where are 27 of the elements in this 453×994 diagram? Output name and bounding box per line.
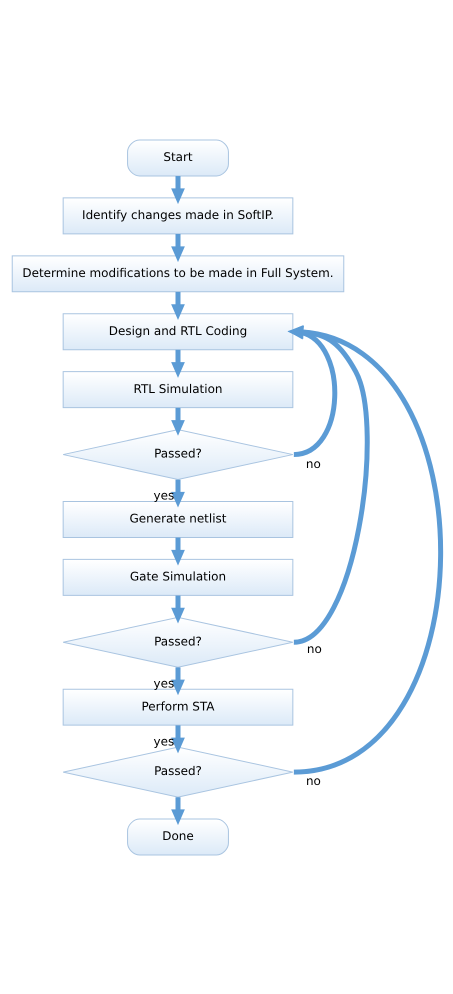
- node-box: Identify changes made in SoftIP.: [62, 196, 294, 234]
- arrow: [171, 233, 185, 262]
- arrow: [171, 537, 185, 566]
- node-box: Determine modifications to be made in Full System.: [12, 254, 344, 292]
- arrow: [171, 479, 185, 508]
- arrow: [171, 176, 185, 204]
- node-diamond: Passed?: [62, 616, 294, 668]
- edge-label: no: [306, 642, 322, 656]
- node-box: Gate Simulation: [62, 558, 294, 596]
- arrow: [171, 349, 185, 378]
- arrow: [171, 291, 185, 320]
- node-box: Design and RTL Coding: [62, 312, 294, 350]
- node-box: Generate netlist: [62, 500, 294, 538]
- node-box: Start: [127, 139, 229, 176]
- arrow: [171, 666, 185, 695]
- arrow: [171, 595, 185, 624]
- arrow: [171, 724, 185, 753]
- node-box: RTL Simulation: [62, 370, 294, 408]
- arrow: [171, 796, 185, 825]
- edge-label: yes: [154, 734, 174, 748]
- node-diamond: Passed?: [62, 428, 294, 480]
- arrow: [171, 407, 185, 436]
- edge-label: yes: [154, 676, 174, 690]
- node-box: Done: [127, 818, 229, 855]
- edge-label: no: [306, 774, 321, 788]
- edge-label: yes: [154, 488, 174, 502]
- edge-label: no: [306, 456, 321, 470]
